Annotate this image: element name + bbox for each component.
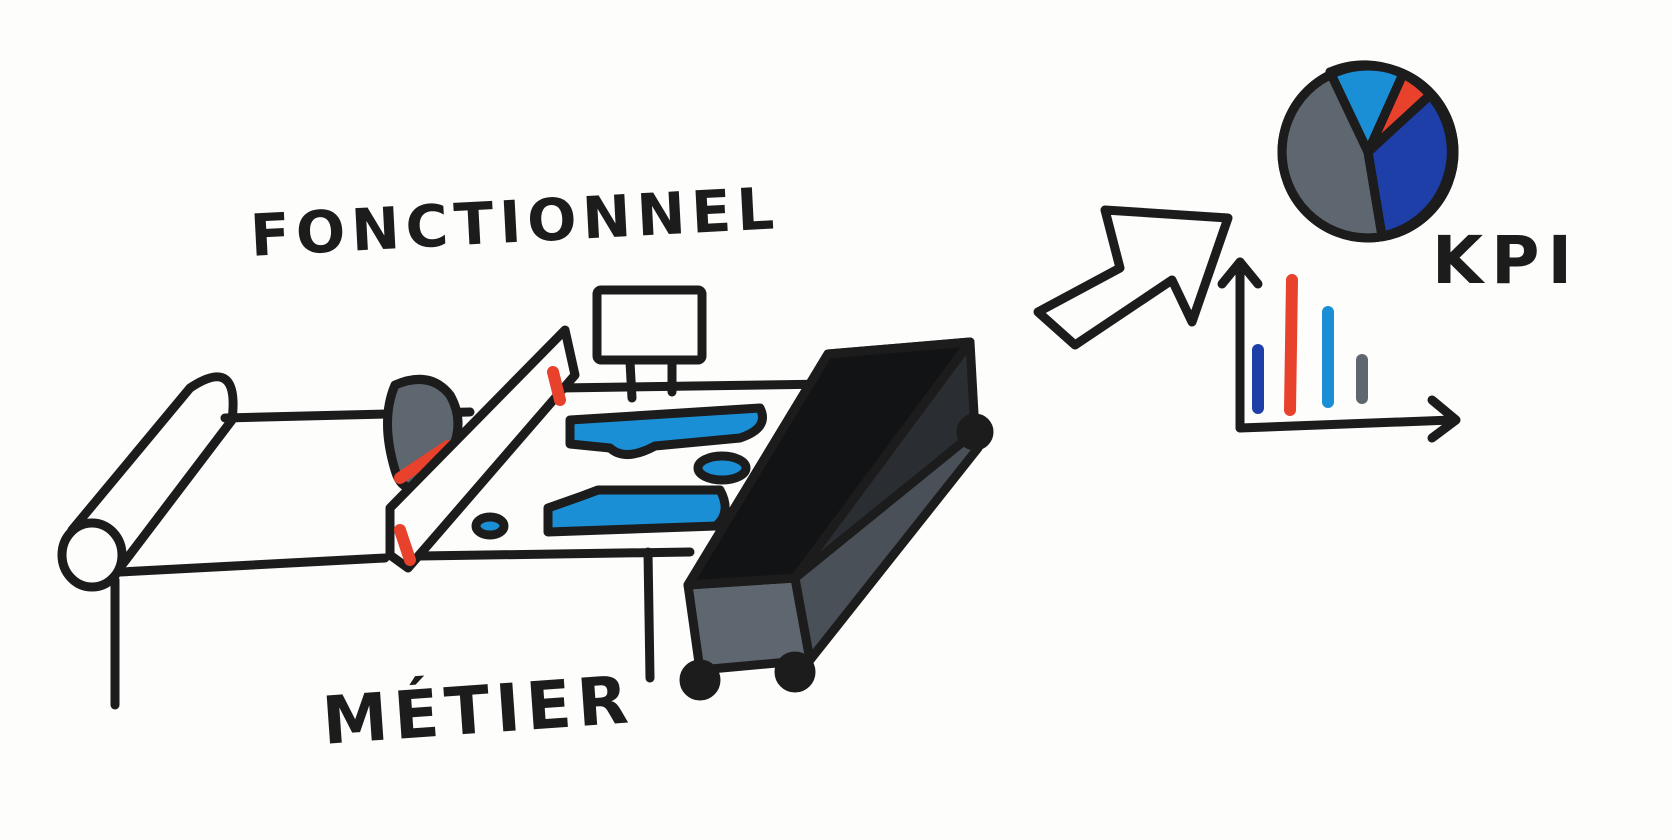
machine-box-icon bbox=[679, 337, 994, 701]
bar-chart-icon bbox=[1217, 257, 1461, 443]
arrow-up-right-icon bbox=[1033, 205, 1233, 350]
belt-items-icon bbox=[471, 403, 767, 540]
kpi-label: KPI bbox=[1432, 222, 1581, 299]
scanner-gate-icon bbox=[385, 325, 580, 573]
pie-chart-icon bbox=[1277, 60, 1459, 243]
monitor-icon bbox=[592, 285, 707, 403]
